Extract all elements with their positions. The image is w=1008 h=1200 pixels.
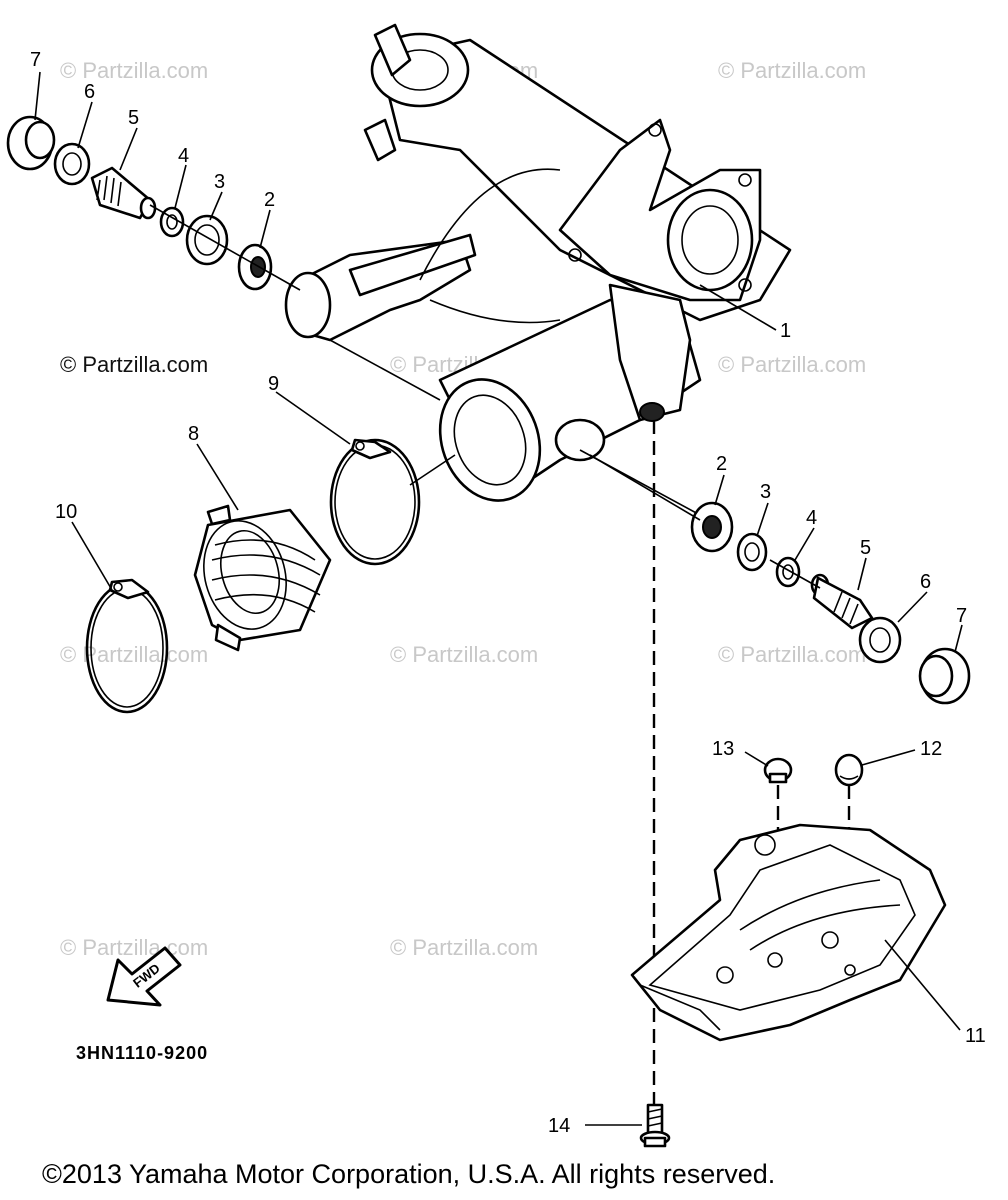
watermark: © Partzilla.com [60,352,208,377]
callout-3-right: 3 [760,481,771,503]
watermark: © Partzilla.com [60,935,208,960]
plug-part-13 [763,757,793,784]
callout-10: 10 [55,501,77,523]
callout-7-left: 7 [30,49,41,71]
diagram-code: 3HN1110-9200 [76,1043,208,1063]
seal-part-3-left [185,214,229,266]
callout-7-right: 7 [956,605,967,627]
bearing-part-2-left [237,243,273,291]
callouts: 7 6 5 4 3 2 1 9 8 10 2 3 4 5 6 7 11 12 1… [30,49,986,1137]
callout-8: 8 [188,423,199,445]
callout-2-left: 2 [264,189,275,211]
seal-part-3-right [736,532,768,572]
callout-13: 13 [712,738,734,760]
pivot-shaft-part-5-right [810,573,874,630]
leader-lines [34,71,963,1126]
nut-part-6-right [858,616,902,664]
callout-5-right: 5 [860,537,871,559]
cap-part-7-right [918,647,971,705]
bearing-part-2-right [690,501,734,553]
callout-14: 14 [548,1115,570,1137]
bolt-part-14 [639,1103,671,1148]
swingarm-part-1 [284,23,792,516]
callout-6-left: 6 [84,81,95,103]
left-pivot-stack [6,115,273,291]
right-pivot-stack [690,501,971,705]
copyright-notice: ©2013 Yamaha Motor Corporation, U.S.A. A… [42,1159,775,1189]
watermark: © Partzilla.com [60,642,208,667]
clamp-part-9 [329,438,421,566]
cap-part-7-left [6,115,56,171]
watermark: © Partzilla.com [718,352,866,377]
washer-part-4-right [775,556,801,588]
callout-12: 12 [920,738,942,760]
watermark: © Partzilla.com [390,642,538,667]
callout-3-left: 3 [214,171,225,193]
callout-2-right: 2 [716,453,727,475]
callout-1: 1 [780,320,791,342]
callout-4-left: 4 [178,145,189,167]
watermark: © Partzilla.com [60,58,208,83]
nut-part-6-left [53,142,91,186]
callout-9: 9 [268,373,279,395]
pivot-shaft-part-5-left [90,166,157,220]
skid-plate-part-11 [630,823,947,1042]
plug-part-12 [834,753,864,787]
callout-6-right: 6 [920,571,931,593]
callout-5-left: 5 [128,107,139,129]
callout-11: 11 [965,1025,986,1047]
watermark: © Partzilla.com [718,58,866,83]
watermark: © Partzilla.com [390,935,538,960]
watermark: © Partzilla.com [718,642,866,667]
boot-part-8 [193,504,332,652]
callout-4-right: 4 [806,507,817,529]
